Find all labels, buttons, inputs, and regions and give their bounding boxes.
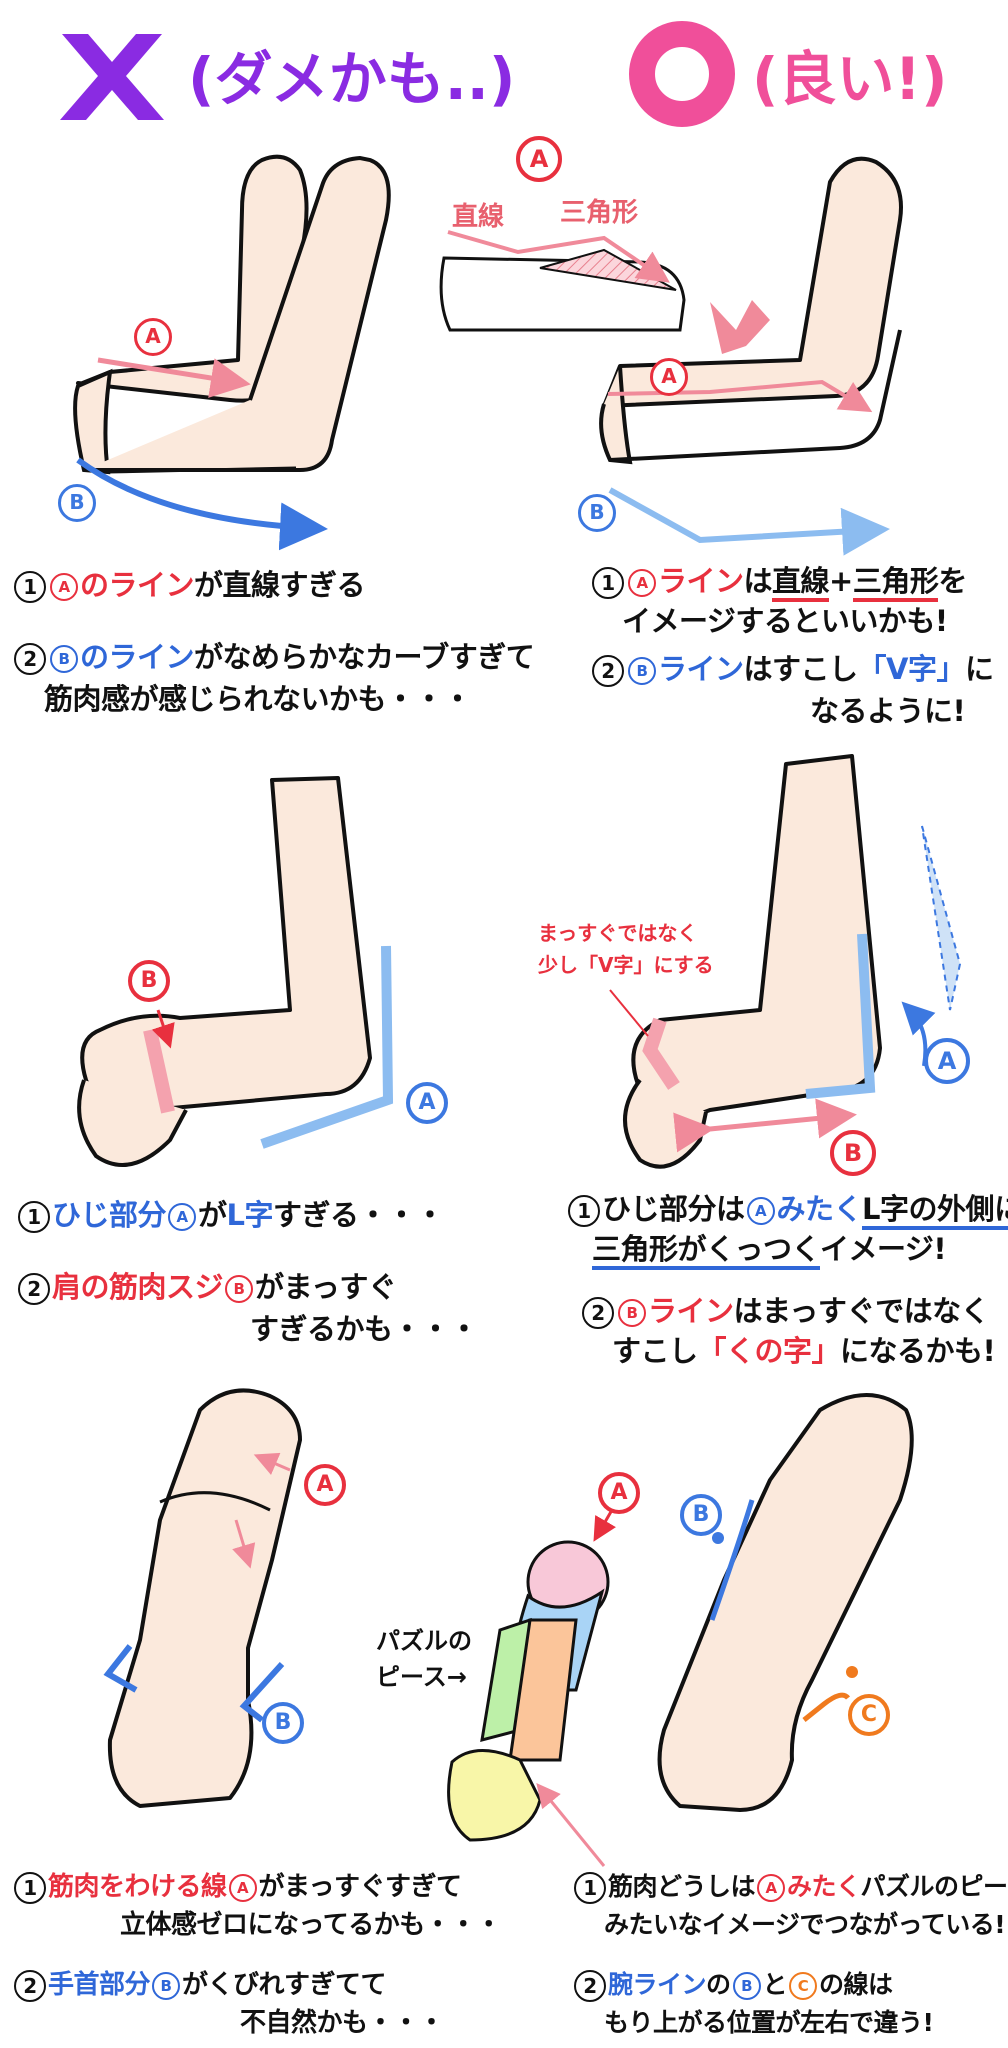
s2-annotation-1: まっすぐではなく <box>538 921 698 945</box>
s2-good-line2: 三角形がくっつくイメージ! <box>592 1230 947 1270</box>
puzzle-label-1: パズルの <box>376 1627 472 1655</box>
s3-good-line4: もり上がる位置が左右で違う! <box>604 2008 934 2037</box>
marker-a-inset: A <box>516 136 562 182</box>
marker-b-arm3good: B <box>680 1494 722 1536</box>
inset-triangle-label: 三角形 <box>560 198 639 228</box>
s3-bad-line4: 不自然かも・・・ <box>240 2008 445 2038</box>
s3-good-line1: 1筋肉どうしはAみたくパズルのピース <box>574 1868 1008 1906</box>
puzzle-label-2: ピース→ <box>376 1663 467 1691</box>
good-circle-mark <box>629 21 735 127</box>
marker-b-arm2good: B <box>830 1130 876 1176</box>
marker-a-arm2bad: A <box>406 1082 448 1124</box>
s1-good-line4: なるように! <box>810 694 966 728</box>
bad-x-mark <box>60 34 164 120</box>
marker-c-arm3good: C <box>848 1694 890 1736</box>
arm-3-good <box>657 1393 914 1812</box>
arm-3-bad <box>103 1388 302 1808</box>
marker-a-puzzle: A <box>598 1472 640 1514</box>
marker-b-arm2bad: B <box>128 960 170 1002</box>
pink-pointer-arrow <box>710 300 770 354</box>
arm-1-bad <box>73 154 391 551</box>
arm-2-bad <box>77 776 394 1167</box>
marker-b-arm1bad: B <box>58 484 96 522</box>
marker-a-arm1good: A <box>650 358 688 396</box>
inset-forearm <box>439 230 770 354</box>
s3-good-line2: みたいなイメージでつながっている! <box>604 1910 1006 1939</box>
s1-bad-line3: 筋肉感が感じられないかも・・・ <box>44 682 472 716</box>
marker-b-arm1good: B <box>578 494 616 532</box>
arm-1-good <box>599 156 903 556</box>
s2-annotation-2: 少し「V字」にする <box>538 953 714 977</box>
marker-a-arm2good: A <box>924 1038 970 1084</box>
arm-2-good <box>609 754 962 1169</box>
s2-good-line4: すこし「くの字」になるかも! <box>612 1334 996 1368</box>
marker-a-arm1bad: A <box>134 318 172 356</box>
inset-straight-label: 直線 <box>452 202 505 232</box>
bad-header-label: (ダメかも..) <box>188 45 516 113</box>
s2-bad-line3: すぎるかも・・・ <box>250 1312 479 1346</box>
marker-b-arm3bad: B <box>262 1702 304 1744</box>
s3-bad-line2: 立体感ゼロになってるかも・・・ <box>120 1910 502 1940</box>
arm-3-puzzle <box>447 1509 616 1867</box>
good-header-label: (良い!) <box>752 45 948 113</box>
marker-a-arm3bad: A <box>304 1464 346 1506</box>
s1-good-line2: イメージするといいかも! <box>622 604 948 638</box>
